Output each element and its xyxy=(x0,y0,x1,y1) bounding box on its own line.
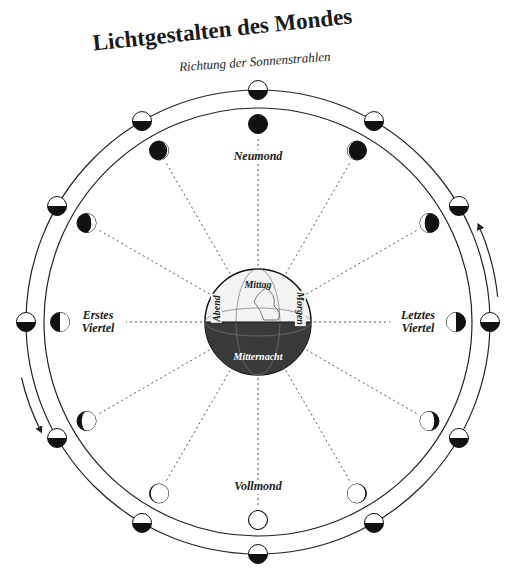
moon-lit-part xyxy=(82,412,96,431)
radial-line xyxy=(306,350,419,415)
earth-continent xyxy=(254,288,279,320)
moon-outline xyxy=(133,513,152,532)
moon-dark-half xyxy=(249,90,268,100)
moon-lit-half xyxy=(365,513,384,523)
moon-dark-half xyxy=(365,121,384,131)
moon-lit-part xyxy=(87,214,97,233)
moon-lit-half xyxy=(365,112,384,122)
radial-line xyxy=(165,370,230,483)
moon-outline xyxy=(365,112,384,131)
earth-night-side xyxy=(205,322,311,375)
moon-outline xyxy=(249,545,268,564)
phase-label: Vollmond xyxy=(232,480,283,493)
moon-outline xyxy=(48,429,67,448)
time-of-day-label: Abend xyxy=(211,294,222,323)
moon-dark-half xyxy=(449,206,468,216)
outer-orbit-ring xyxy=(26,90,490,554)
moon-lit-part xyxy=(151,484,169,503)
moon-dark-half xyxy=(133,523,152,533)
time-of-day-label: Morgen xyxy=(294,291,305,326)
moon-dark-half xyxy=(48,438,67,448)
inner-orbit-ring xyxy=(44,108,472,536)
moon-lit-part xyxy=(420,214,430,233)
moon-lit-part xyxy=(159,141,169,160)
phase-label: Neumond xyxy=(232,150,285,163)
radial-lines xyxy=(72,136,444,508)
moon-phase xyxy=(77,412,96,431)
moon-phases xyxy=(17,81,500,564)
moon-outline xyxy=(249,81,268,100)
earth-day-side xyxy=(205,269,311,375)
phase-label: Letztes Viertel xyxy=(390,309,446,335)
time-of-day-label: Mitternacht xyxy=(234,351,283,362)
moon-outline xyxy=(48,197,67,216)
orbit-arrow xyxy=(21,377,41,432)
moon-dark-half xyxy=(365,523,384,533)
moon-phase xyxy=(420,412,439,431)
moon-phase xyxy=(150,141,169,160)
moon-dark-half xyxy=(249,554,268,564)
phase-label: Erstes Viertel xyxy=(70,309,126,335)
moon-lit-half xyxy=(249,81,268,91)
moon-dark-half xyxy=(17,322,36,332)
radial-line xyxy=(286,161,351,274)
radial-line xyxy=(306,229,419,294)
radial-line xyxy=(97,229,210,294)
moon-dark-half xyxy=(449,438,468,448)
sun-direction-label: Richtung der Sonnenstrahlen xyxy=(179,50,331,75)
radial-line xyxy=(97,350,210,415)
moon-outline xyxy=(449,197,468,216)
moon-phase xyxy=(51,313,70,332)
moon-outline xyxy=(133,112,152,131)
orbit-arrows xyxy=(21,224,497,432)
moon-lit-part xyxy=(348,484,366,503)
moon-lit-half xyxy=(133,112,152,122)
radial-line xyxy=(286,370,351,483)
moon-lit-half xyxy=(449,197,468,207)
moon-phase xyxy=(420,214,439,233)
moon-dark-half xyxy=(133,121,152,131)
radial-line xyxy=(165,161,230,274)
moon-phase xyxy=(77,214,96,233)
moon-outline xyxy=(365,513,384,532)
moon-phase xyxy=(249,511,268,530)
moon-lit-part xyxy=(60,313,70,332)
moon-phase xyxy=(348,484,367,503)
moon-lit-part xyxy=(348,141,358,160)
moon-dark-half xyxy=(481,322,500,332)
moon-phase xyxy=(150,484,169,503)
moon-dark-half xyxy=(48,206,67,216)
moon-lit-half xyxy=(48,197,67,207)
moon-lit-half xyxy=(449,429,468,439)
moon-lit-half xyxy=(133,513,152,523)
moon-phase xyxy=(447,313,466,332)
moon-phase xyxy=(348,141,367,160)
moon-lit-half xyxy=(481,313,500,323)
moon-lit-part xyxy=(420,412,434,431)
orbit-arrow xyxy=(478,224,498,297)
moon-outline xyxy=(449,429,468,448)
moon-phase xyxy=(249,115,268,134)
diagram-title: Lichtgestalten des Mondes xyxy=(91,4,353,56)
moon-outline xyxy=(481,313,500,332)
moon-lit-half xyxy=(249,545,268,555)
moon-lit-part xyxy=(249,511,267,529)
moon-outline xyxy=(17,313,36,332)
moon-lit-half xyxy=(17,313,36,323)
moon-lit-half xyxy=(48,429,67,439)
earth-globe: MittagAbendMitternacht Morgen xyxy=(204,268,312,376)
time-of-day-label: Mittag xyxy=(244,279,271,290)
moon-lit-part xyxy=(447,313,457,332)
